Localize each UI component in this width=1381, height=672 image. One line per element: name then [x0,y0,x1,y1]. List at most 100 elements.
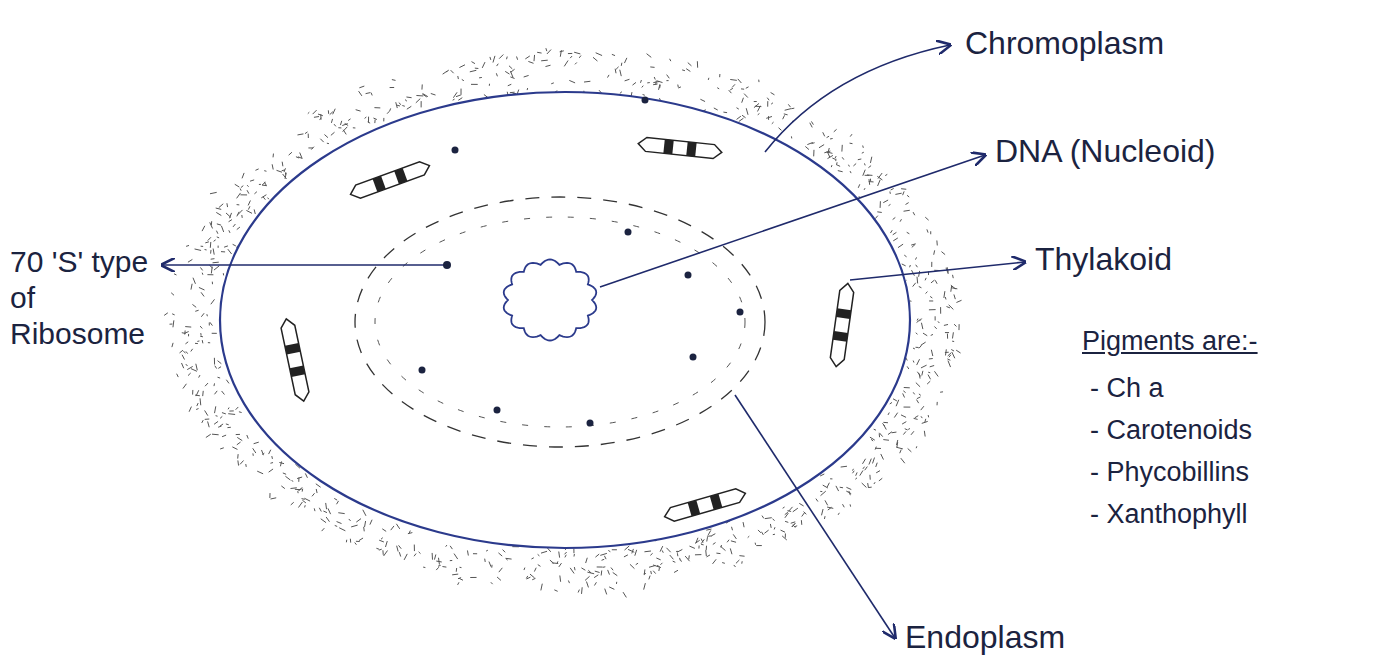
sheath-stipple [199,375,200,378]
sheath-stipple [595,571,600,572]
sheath-stipple [838,171,843,172]
sheath-stipple [913,283,916,287]
sheath-stipple [579,56,581,58]
sheath-stipple [510,71,513,77]
sheath-stipple [407,106,411,109]
sheath-stipple [527,577,531,579]
sheath-stipple [247,190,249,193]
sheath-stipple [902,422,906,424]
sheath-stipple [670,59,671,61]
sheath-stipple [835,156,836,158]
sheath-stipple [281,486,285,489]
sheath-stipple [625,79,630,81]
sheath-stipple [564,552,566,554]
sheath-stipple [640,80,642,83]
sheath-stipple [568,580,569,583]
sheath-stipple [904,255,906,257]
sheath-stipple [320,139,323,142]
sheath-stipple [840,487,843,489]
sheath-stipple [497,577,501,580]
sheath-stipple [923,333,927,336]
sheath-stipple [264,170,266,172]
sheath-stipple [253,448,256,453]
sheath-stipple [855,478,857,479]
sheath-stipple [701,539,704,543]
sheath-stipple [499,568,503,572]
sheath-stipple [538,565,541,567]
sheath-stipple [188,334,189,336]
sheath-stipple [903,191,905,195]
sheath-stipple [213,383,215,386]
sheath-stipple [605,589,607,595]
sheath-stipple [261,195,266,198]
sheath-stipple [215,366,217,369]
sheath-stipple [196,364,197,370]
pigment-item: - Ch a [1090,372,1164,404]
sheath-stipple [863,467,865,469]
sheath-stipple [821,491,826,496]
sheath-stipple [698,546,699,549]
sheath-stipple [506,57,508,60]
sheath-stipple [862,152,864,154]
sheath-stipple [202,391,204,396]
sheath-stipple [673,561,676,562]
sheath-stipple [764,530,768,533]
sheath-stipple [343,127,348,132]
sheath-stipple [827,152,829,157]
sheath-stipple [889,204,891,205]
sheath-stipple [688,63,692,66]
sheath-stipple [505,558,511,560]
sheath-stipple [901,415,906,417]
sheath-stipple [746,87,749,88]
sheath-stipple [632,82,636,85]
sheath-stipple [538,554,540,556]
sheath-stipple [876,471,880,473]
sheath-stipple [237,204,240,205]
sheath-stipple [228,407,229,409]
sheath-stipple [557,561,559,563]
sheath-stipple [205,419,210,420]
sheath-stipple [537,52,541,54]
sheath-stipple [545,48,547,51]
sheath-stipple [649,576,650,580]
sheath-stipple [892,432,897,434]
sheath-stipple [858,158,862,160]
sheath-stipple [271,456,273,459]
sheath-stipple [550,560,554,563]
sheath-stipple [304,505,306,507]
sheath-stipple [532,578,535,579]
sheath-stipple [620,92,622,94]
sheath-stipple [783,507,785,508]
sheath-stipple [838,513,839,515]
sheath-stipple [891,188,894,190]
sheath-stipple [184,330,185,334]
sheath-stipple [952,341,954,342]
sheath-stipple [545,65,550,66]
sheath-stipple [200,398,202,405]
sheath-stipple [541,584,542,591]
sheath-stipple [356,541,360,542]
leader-line [735,395,895,638]
sheath-stipple [695,554,701,555]
sheath-stipple [202,420,203,423]
sheath-stipple [816,499,818,502]
sheath-stipple [836,162,838,164]
sheath-stipple [531,558,533,559]
sheath-stipple [896,447,903,449]
sheath-stipple [927,229,928,232]
sheath-stipple [269,493,270,498]
sheath-stipple [263,197,265,200]
sheath-stipple [489,57,491,60]
sheath-stipple [608,550,610,551]
sheath-stipple [316,484,321,487]
sheath-stipple [237,193,241,198]
sheath-stipple [900,450,902,454]
sheath-stipple [574,52,580,54]
sheath-stipple [491,582,493,584]
sheath-stipple [933,250,935,254]
sheath-stipple [503,550,506,553]
sheath-stipple [200,333,201,336]
sheath-stipple [842,157,844,159]
sheath-stipple [172,343,173,347]
sheath-stipple [952,352,955,358]
